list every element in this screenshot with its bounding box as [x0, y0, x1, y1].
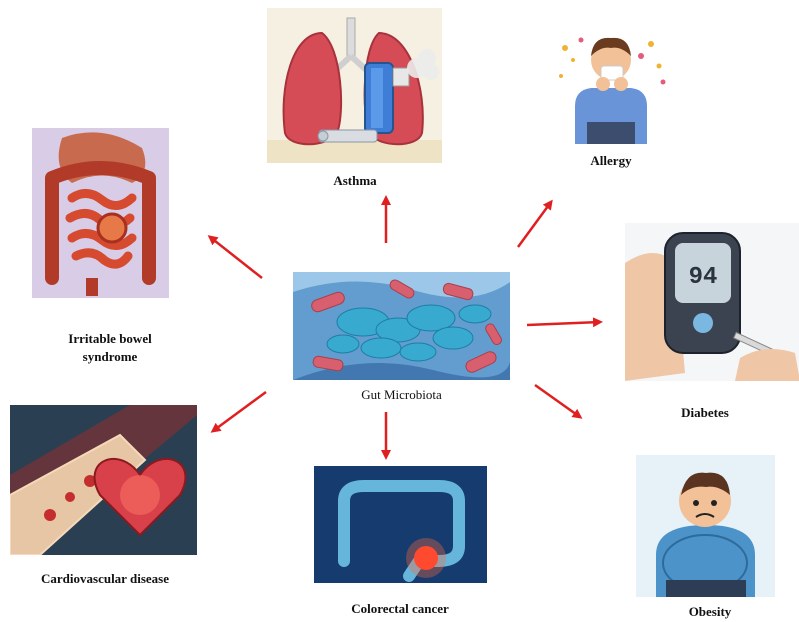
gut-microbiota-image [293, 272, 510, 380]
cardiovascular-label: Cardiovascular disease [10, 570, 200, 587]
arrow-to-ibs [210, 237, 262, 278]
asthma-image [267, 8, 442, 163]
diabetes-image: 94 [625, 223, 799, 381]
diabetes-label: Diabetes [650, 404, 760, 421]
arrow-to-allergy [518, 202, 551, 247]
ibs-image [32, 128, 169, 298]
glucometer-icon: 94 [665, 233, 740, 353]
asthma-label: Asthma [300, 172, 410, 189]
colorectal-image [314, 466, 487, 583]
colorectal-label: Colorectal cancer [305, 600, 495, 617]
ibs-label-line2: syndrome [40, 348, 180, 365]
arrow-to-cardio [213, 392, 266, 431]
ibs-label-line1: Irritable bowel [40, 330, 180, 347]
arrow-to-obesity [535, 385, 580, 417]
glucometer-reading: 94 [689, 264, 718, 291]
cardiovascular-image [10, 405, 197, 555]
allergy-image [551, 26, 671, 144]
obesity-image [636, 455, 775, 597]
center-label: Gut Microbiota [293, 387, 510, 403]
allergy-label: Allergy [556, 152, 666, 169]
obesity-label: Obesity [660, 603, 760, 620]
arrow-to-diabetes [527, 322, 600, 325]
